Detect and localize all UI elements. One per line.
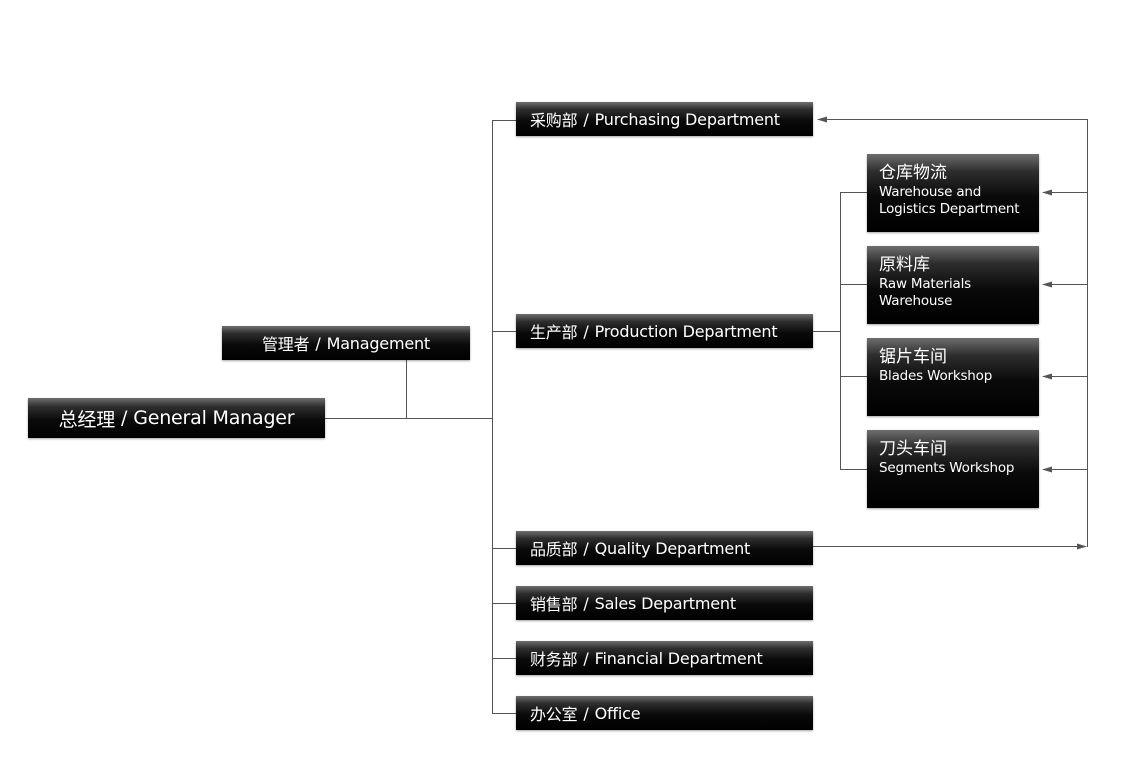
purchasing-zh: 采购部: [530, 111, 578, 130]
production-zh: 生产部: [530, 323, 578, 342]
purchasing-separator: /: [583, 109, 589, 129]
segments-workshop-box: 刀头车间 Segments Workshop: [867, 430, 1039, 508]
warehouse-logistics-en-line1: Warehouse and: [879, 184, 982, 200]
quality-zh: 品质部: [530, 540, 578, 559]
blades-workshop-zh: 锯片车间: [879, 347, 947, 367]
blades-workshop-box: 锯片车间 Blades Workshop: [867, 338, 1039, 416]
production-department-box: 生产部 / Production Department: [516, 314, 813, 348]
office-separator: /: [583, 703, 589, 723]
sales-separator: /: [583, 593, 589, 613]
general-manager-en: General Manager: [133, 407, 295, 429]
sales-department-box: 销售部 / Sales Department: [516, 586, 813, 620]
general-manager-box: 总经理 / General Manager: [28, 398, 325, 438]
raw-materials-en-line2: Warehouse: [879, 293, 953, 309]
blades-workshop-en: Blades Workshop: [879, 368, 993, 384]
quality-separator: /: [583, 538, 589, 558]
management-zh: 管理者: [261, 335, 310, 354]
raw-materials-en-line1: Raw Materials: [879, 276, 971, 292]
financial-separator: /: [583, 648, 589, 668]
office-zh: 办公室: [530, 705, 578, 724]
sales-zh: 销售部: [530, 595, 578, 614]
sales-en: Sales Department: [594, 593, 736, 613]
quality-en: Quality Department: [594, 538, 751, 558]
office-en: Office: [594, 703, 641, 723]
financial-zh: 财务部: [530, 650, 578, 669]
segments-workshop-zh: 刀头车间: [879, 439, 947, 459]
production-separator: /: [583, 321, 589, 341]
quality-department-box: 品质部 / Quality Department: [516, 531, 813, 565]
general-manager-separator: /: [121, 407, 128, 429]
financial-en: Financial Department: [594, 648, 763, 668]
purchasing-department-box: 采购部 / Purchasing Department: [516, 102, 813, 136]
raw-materials-box: 原料库 Raw Materials Warehouse: [867, 246, 1039, 324]
production-en: Production Department: [594, 321, 778, 341]
management-separator: /: [315, 333, 321, 353]
purchasing-en: Purchasing Department: [594, 109, 780, 129]
management-en: Management: [326, 333, 431, 353]
warehouse-logistics-zh: 仓库物流: [879, 163, 947, 183]
general-manager-zh: 总经理: [58, 408, 116, 431]
warehouse-logistics-box: 仓库物流 Warehouse and Logistics Department: [867, 154, 1039, 232]
management-box: 管理者 / Management: [222, 326, 470, 360]
financial-department-box: 财务部 / Financial Department: [516, 641, 813, 675]
office-box: 办公室 / Office: [516, 696, 813, 730]
raw-materials-zh: 原料库: [879, 255, 930, 275]
warehouse-logistics-en-line2: Logistics Department: [879, 201, 1020, 217]
segments-workshop-en: Segments Workshop: [879, 460, 1015, 476]
